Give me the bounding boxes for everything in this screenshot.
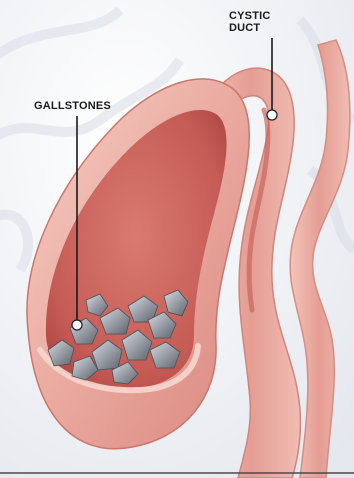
cystic-duct-callout-dot (267, 110, 277, 120)
gallstones-callout-dot (72, 320, 82, 330)
cystic-duct-label: CYSTIC DUCT (229, 10, 271, 34)
gallstones-label: GALLSTONES (34, 100, 111, 112)
